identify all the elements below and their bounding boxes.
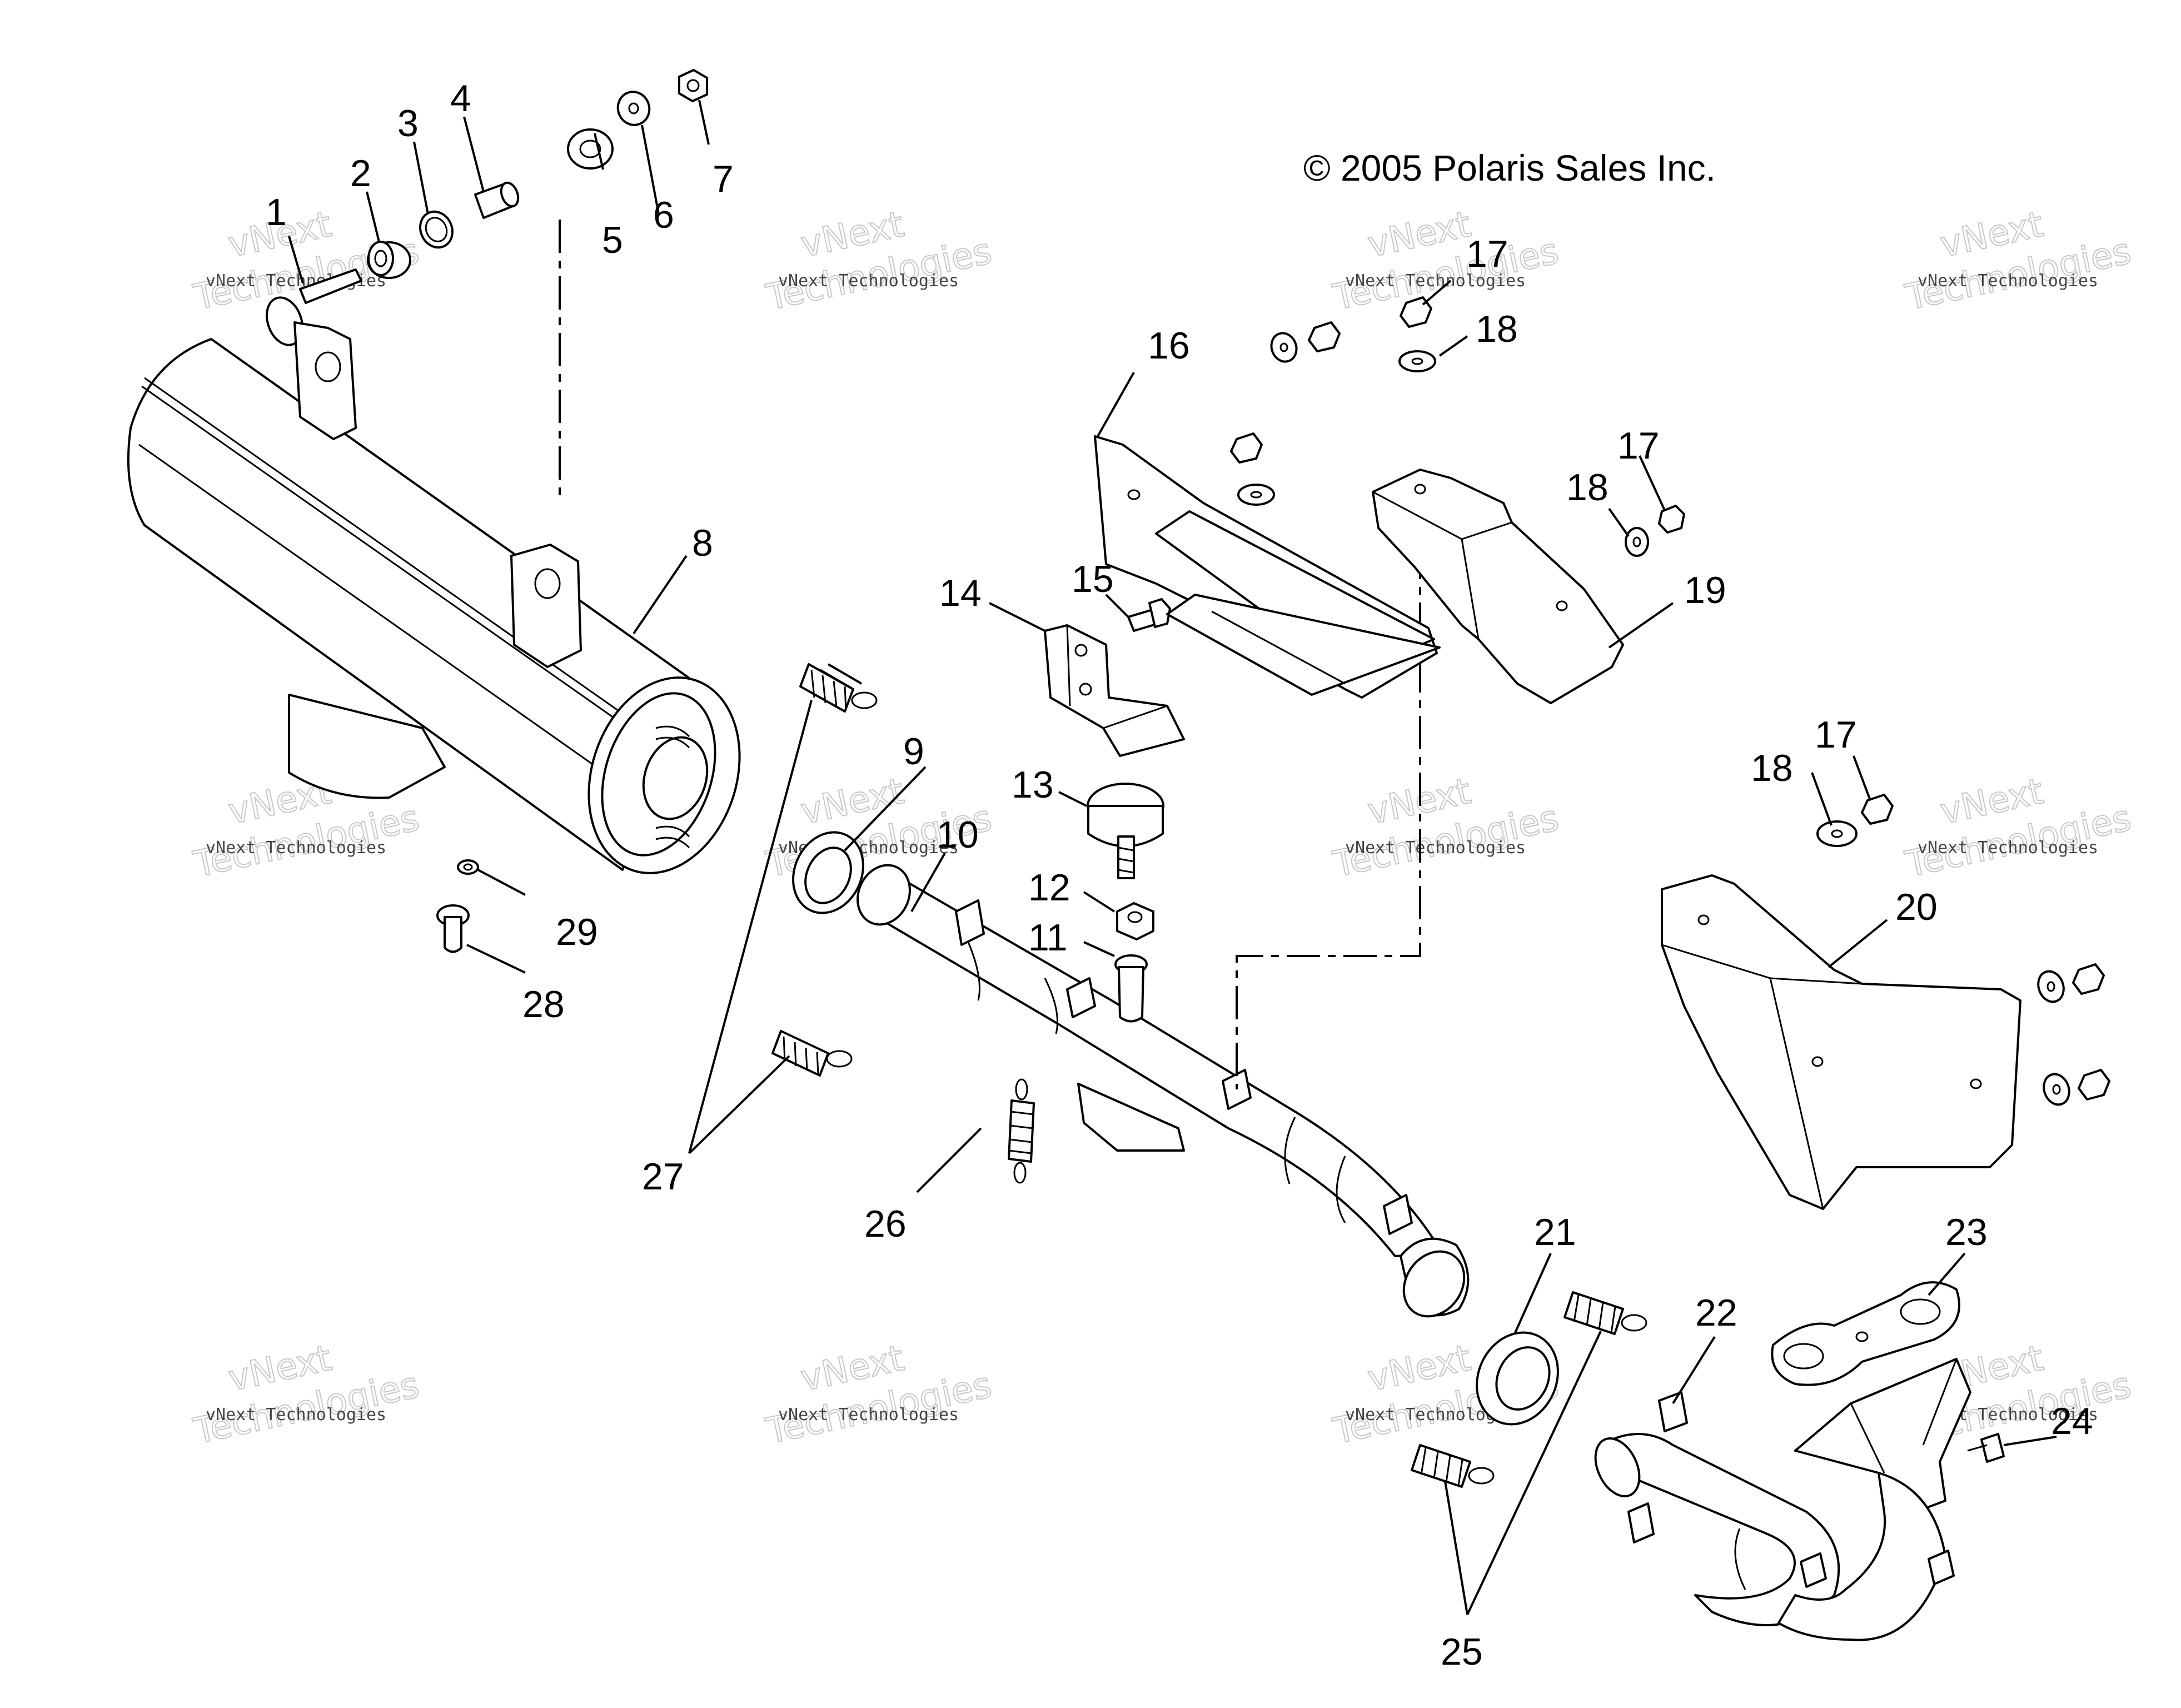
callout-5: 5 [602,219,623,261]
part-heat-shield-16 [1094,435,1441,699]
part-heat-shield-19 [1372,469,1624,704]
callout-labels: 1 2 3 4 5 6 7 8 9 10 11 12 13 14 15 16 1… [266,77,2093,1673]
part-gasket-9 [792,831,864,914]
callout-18-mid: 18 [1566,466,1609,509]
part-ring-3 [419,210,454,249]
part-screw-28 [436,904,470,953]
callout-29: 29 [556,911,598,953]
callout-2: 2 [350,152,371,195]
watermark: Technologies vNext vNext Technologies [762,1337,996,1453]
callout-10: 10 [937,814,979,856]
part-spring-25-upper [1563,1291,1647,1335]
hardware-20 [2037,963,2110,1106]
part-nut-7 [678,69,708,102]
svg-text:vNext Technologies: vNext Technologies [778,1405,959,1425]
callout-21: 21 [1534,1211,1576,1253]
part-washer-6 [616,91,651,126]
watermark: Technologies vNext vNext Technologies [1901,770,2135,886]
callout-17-mid: 17 [1617,425,1660,467]
leader-lines [288,99,2057,1615]
callout-19: 19 [1684,569,1726,611]
part-header-pipe-22 [1594,1358,1971,1641]
callout-23: 23 [1945,1211,1988,1253]
callout-11: 11 [1028,917,1068,959]
part-nut-12 [1116,902,1154,940]
part-spring-27-lower [771,1030,853,1077]
part-sleeve-4 [474,181,520,219]
part-bushing-5 [567,128,614,170]
watermark: Technologies vNext vNext Technologies [1329,770,1563,886]
svg-text:vNext Technologies: vNext Technologies [206,838,386,858]
part-heat-shield-20 [1661,874,2021,1210]
watermark: Technologies vNext vNext Technologies [762,203,996,319]
part-bracket-14 [1044,624,1185,757]
svg-text:vNext Technologies: vNext Technologies [778,271,959,291]
part-bolt-15 [1127,598,1171,632]
callout-17-top: 17 [1466,233,1508,275]
part-bushing-11 [1114,954,1148,1023]
callout-13: 13 [1012,764,1054,806]
callout-25: 25 [1441,1631,1483,1673]
watermark: Technologies vNext vNext Technologies [1901,203,2135,319]
callout-16: 16 [1148,325,1190,367]
callout-14: 14 [939,572,982,614]
callout-8: 8 [692,522,713,564]
part-spring-25-lower [1411,1444,1495,1488]
svg-text:vNext Technologies: vNext Technologies [206,1405,386,1425]
part-stud-24 [1967,1433,2005,1463]
watermark: Technologies vNext vNext Technologies [1329,203,1563,319]
svg-text:vNext Technologies: vNext Technologies [1918,271,2098,291]
callout-20: 20 [1895,886,1938,928]
svg-text:vNext Technologies: vNext Technologies [1918,838,2098,858]
part-spring-27-upper [799,663,878,713]
callout-6: 6 [653,194,674,236]
callout-18-right: 18 [1751,747,1793,789]
part-washer-18-right [1816,820,1858,847]
hardware-16-mid [1230,432,1275,506]
part-muffler-8 [127,321,741,874]
part-bolt-1 [266,268,362,346]
callout-7: 7 [713,158,734,200]
part-bolt-17-mid [1658,505,1685,534]
callout-1: 1 [266,191,287,233]
part-pipe-10 [857,864,1470,1318]
callout-15: 15 [1072,558,1114,600]
svg-text:vNext Technologies: vNext Technologies [1345,271,1526,291]
callout-27: 27 [642,1156,684,1198]
callout-12: 12 [1028,867,1070,909]
part-washer-18-top [1398,350,1436,372]
watermark: Technologies vNext vNext Technologies [190,1337,424,1453]
part-gasket-21 [1476,1331,1559,1426]
part-washer-18-mid [1625,527,1649,557]
callout-26: 26 [864,1203,907,1245]
callout-17-right: 17 [1815,714,1857,756]
callout-22: 22 [1695,1292,1737,1334]
callout-28: 28 [522,983,565,1025]
callout-18-top: 18 [1476,308,1518,350]
part-gasket-23 [1771,1281,1960,1386]
part-grommet-2 [367,241,411,279]
part-bumper-13 [1087,783,1164,879]
callout-4: 4 [450,77,471,119]
callout-24: 24 [2051,1400,2093,1442]
part-washer-29 [457,859,479,875]
part-spring-26 [1008,1078,1035,1184]
svg-text:vNext Technologies: vNext Technologies [1345,838,1526,858]
callout-3: 3 [397,102,419,145]
part-bolt-17-right [1861,794,1894,825]
copyright-text: © 2005 Polaris Sales Inc. [1303,147,1716,188]
hardware-16-upper [1270,321,1341,363]
callout-9: 9 [903,730,924,773]
dashed-guide-line-19 [1236,489,1421,1089]
